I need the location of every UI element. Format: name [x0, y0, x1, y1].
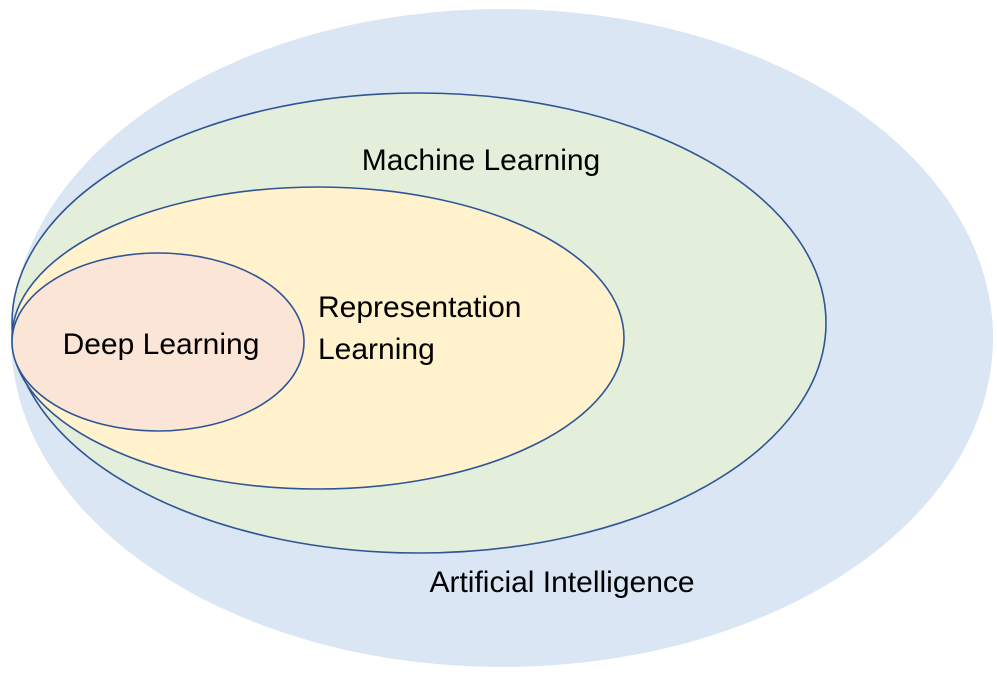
artificial-intelligence-label: Artificial Intelligence [429, 566, 695, 599]
deep-learning-ellipse [11, 252, 305, 432]
deep-learning-label: Deep Learning [62, 328, 260, 361]
representation-learning-label: Representation Learning [318, 291, 522, 366]
machine-learning-label: Machine Learning [361, 144, 601, 177]
